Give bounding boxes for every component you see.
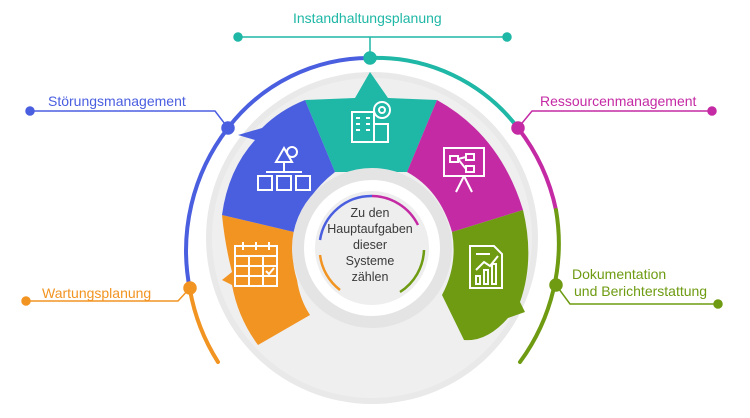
outer-arc-magenta (516, 126, 558, 212)
leader-ressourcenmanagement (511, 106, 717, 135)
warning-gear-hierarchy-icon (257, 145, 311, 191)
report-chart-icon (469, 245, 503, 289)
center-line-4: Systeme (345, 254, 395, 268)
label-stoerungsmanagement: Störungsmanagement (48, 93, 186, 109)
label-instandhaltungsplanung: Instandhaltungsplanung (293, 10, 442, 26)
center-line-1: Zu den (350, 206, 390, 220)
leader-wartungsplanung (21, 281, 197, 306)
outer-arc-blue-left (184, 126, 230, 292)
label-wartungsplanung: Wartungsplanung (42, 285, 152, 301)
label-dokumentation-line2: und Berichterstattung (574, 283, 708, 299)
outer-ring (184, 55, 561, 364)
center-caption: Zu den Hauptaufgaben dieser Systeme zähl… (315, 205, 425, 285)
segment-dokumentation (442, 210, 529, 341)
leader-stoerungsmanagement (25, 106, 235, 135)
label-dokumentation-line1: Dokumentation (572, 266, 667, 282)
outer-arc-orange (188, 288, 220, 364)
outer-arc-blue (226, 55, 372, 130)
segment-stoerungsmanagement (222, 100, 335, 232)
leader-dokumentation (549, 278, 723, 309)
center-line-2: Hauptaufgaben (327, 222, 413, 236)
segment-instandhaltungsplanung (305, 72, 437, 172)
building-gear-icon (351, 101, 391, 143)
leader-instandhaltungsplanung (233, 32, 512, 65)
outer-arc-teal (368, 55, 520, 130)
presentation-board-icon (443, 147, 485, 193)
calendar-check-icon (234, 242, 278, 287)
center-line-5: zählen (351, 270, 389, 284)
label-ressourcenmanagement: Ressourcenmanagement (540, 93, 697, 109)
center-line-3: dieser (352, 238, 388, 252)
center-accent-arcs (318, 194, 426, 294)
